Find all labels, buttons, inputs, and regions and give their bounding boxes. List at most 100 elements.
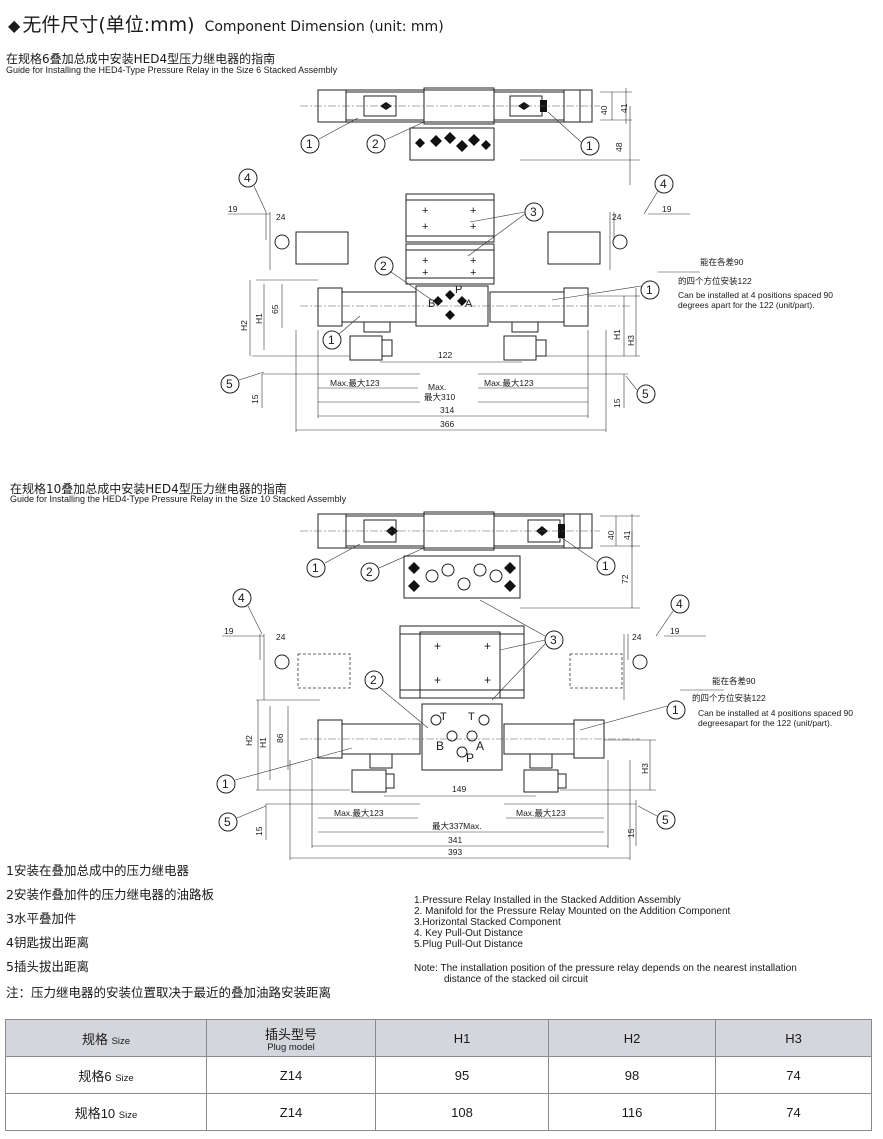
size6-note-cn2: 的四个方位安装122 xyxy=(678,276,752,286)
svg-text:149: 149 xyxy=(452,784,466,794)
svg-text:15: 15 xyxy=(250,394,260,404)
size10-note-cn1: 能在各差90 xyxy=(712,676,756,686)
svg-text:2: 2 xyxy=(370,673,377,687)
size10-note-en1: Can be installed at 4 positions spaced 9… xyxy=(698,708,853,718)
cell-plug: Z14 xyxy=(206,1056,376,1094)
svg-text:3: 3 xyxy=(530,205,537,219)
size10-heading-cn: 在规格10叠加总成中安装HED4型压力继电器的指南 xyxy=(10,482,287,496)
svg-text:19: 19 xyxy=(662,204,672,214)
svg-text:86: 86 xyxy=(275,733,285,743)
svg-text:1: 1 xyxy=(602,559,609,573)
legend-en-3: 3.Horizontal Stacked Component xyxy=(414,917,561,928)
legend-cn-2: 2安装作叠加件的压力继电器的油路板 xyxy=(6,887,214,902)
size6-callouts-top: 1 2 1 3 4 4 xyxy=(238,111,674,257)
svg-text:1: 1 xyxy=(222,777,229,791)
svg-text:+: + xyxy=(470,267,476,279)
diamond-icon: ◆ xyxy=(8,16,21,35)
svg-text:341: 341 xyxy=(448,835,462,845)
svg-text:H1: H1 xyxy=(254,313,264,324)
svg-text:24: 24 xyxy=(276,212,286,222)
th-h3: H3 xyxy=(715,1019,872,1057)
legend-en-4: 4. Key Pull-Out Distance xyxy=(414,928,523,939)
svg-text:H3: H3 xyxy=(626,335,636,346)
title-en: Component Dimension (unit: mm) xyxy=(204,19,444,35)
dim-48: 48 xyxy=(614,142,624,152)
size10-relays xyxy=(300,719,640,793)
svg-text:2: 2 xyxy=(372,137,379,151)
legend-cn-1: 1安装在叠加总成中的压力继电器 xyxy=(6,863,189,878)
svg-text:5: 5 xyxy=(642,387,649,401)
svg-text:24: 24 xyxy=(276,632,286,642)
svg-text:24: 24 xyxy=(632,632,642,642)
svg-text:T: T xyxy=(440,711,447,723)
svg-text:366: 366 xyxy=(440,419,454,429)
svg-text:65: 65 xyxy=(270,304,280,314)
svg-text:314: 314 xyxy=(440,405,454,415)
legend-en-1: 1.Pressure Relay Installed in the Stacke… xyxy=(414,895,681,906)
svg-text:2: 2 xyxy=(366,565,373,579)
svg-text:122: 122 xyxy=(438,350,452,360)
cell-h1: 108 xyxy=(375,1093,549,1131)
size6-note-cn1: 能在各差90 xyxy=(700,257,744,267)
table-row: 规格6 Size Z14 95 98 74 xyxy=(5,1056,872,1094)
cell-size: 规格6 Size xyxy=(5,1056,207,1094)
port-b: B xyxy=(428,298,435,310)
th-h2: H2 xyxy=(548,1019,716,1057)
size6-top-view: 40 41 48 xyxy=(300,87,640,185)
svg-text:+: + xyxy=(470,221,476,233)
note-cn: 注：压力继电器的安装位置取决于最近的叠加油路安装距离 xyxy=(6,985,332,1000)
svg-text:H1: H1 xyxy=(258,737,268,748)
svg-text:1: 1 xyxy=(312,561,319,575)
svg-text:Max.最大123: Max.最大123 xyxy=(516,808,566,818)
svg-text:5: 5 xyxy=(224,815,231,829)
svg-text:+: + xyxy=(470,255,476,267)
svg-text:72: 72 xyxy=(620,574,630,584)
svg-text:H2: H2 xyxy=(239,320,249,331)
svg-text:1: 1 xyxy=(328,333,335,347)
title-cn: 无件尺寸(单位:mm) xyxy=(22,14,195,36)
port-a-10: A xyxy=(476,739,484,753)
note-en-1: Note: The installation position of the p… xyxy=(414,963,797,974)
port-a: A xyxy=(465,298,473,310)
svg-text:15: 15 xyxy=(612,398,622,408)
svg-text:+: + xyxy=(434,639,441,653)
svg-text:Max.最大123: Max.最大123 xyxy=(330,378,380,388)
cell-plug: Z14 xyxy=(206,1093,376,1131)
size6-heading-cn: 在规格6叠加总成中安装HED4型压力继电器的指南 xyxy=(6,52,276,66)
svg-text:2: 2 xyxy=(380,259,387,273)
svg-text:Max.最大123: Max.最大123 xyxy=(334,808,384,818)
size10-top-view: 40 41 72 xyxy=(300,511,640,609)
table-row: 规格10 Size Z14 108 116 74 xyxy=(5,1093,872,1131)
note-en-2: distance of the stacked oil circuit xyxy=(444,974,588,985)
size10-note-cn2: 的四个方位安装122 xyxy=(692,693,766,703)
svg-text:1: 1 xyxy=(646,283,653,297)
svg-text:+: + xyxy=(470,205,476,217)
port-b-10: B xyxy=(436,739,444,753)
svg-text:H1: H1 xyxy=(612,329,622,340)
legend-cn-5: 5插头拔出距离 xyxy=(6,959,89,974)
svg-text:H3: H3 xyxy=(640,763,650,774)
size6-horizontal-dims: 122 Max.最大123 Max.最大123 Max. 最大310 314 3… xyxy=(250,330,628,432)
size10-note-en2: degreesapart for the 122 (unit/part). xyxy=(698,718,832,728)
svg-text:Max.最大123: Max.最大123 xyxy=(484,378,534,388)
svg-text:+: + xyxy=(422,255,428,267)
cell-h3: 74 xyxy=(715,1056,872,1094)
size6-relays xyxy=(300,287,630,361)
svg-text:+: + xyxy=(422,267,428,279)
th-size: 规格 Size xyxy=(5,1019,207,1057)
size6-note-en2: degrees apart for the 122 (unit/part). xyxy=(678,300,815,310)
svg-text:40: 40 xyxy=(606,530,616,540)
svg-text:1: 1 xyxy=(672,703,679,717)
svg-text:5: 5 xyxy=(662,813,669,827)
svg-text:1: 1 xyxy=(306,137,313,151)
legend-cn-4: 4钥匙拔出距离 xyxy=(6,935,89,950)
size6-left-dims: H2 H1 65 xyxy=(239,279,350,357)
size6-keys: 19 24 24 19 xyxy=(228,204,690,270)
size10-keys: 19 24 24 19 xyxy=(222,626,706,700)
svg-text:+: + xyxy=(422,221,428,233)
svg-text:+: + xyxy=(422,205,428,217)
size6-callouts-bottom: 2 1 5 5 1 xyxy=(220,256,700,404)
svg-text:T: T xyxy=(468,711,475,723)
svg-text:19: 19 xyxy=(228,204,238,214)
